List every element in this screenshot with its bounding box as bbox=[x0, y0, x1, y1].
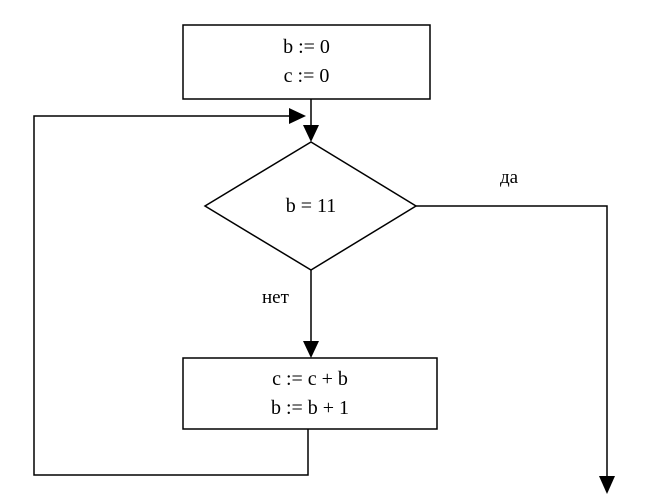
loop-back-arrowhead bbox=[289, 108, 306, 124]
yes-branch-line bbox=[416, 205, 608, 476]
loop-line-c: c := c + b bbox=[272, 368, 348, 390]
loop-line-b: b := b + 1 bbox=[270, 397, 350, 419]
init-line-c: c := 0 bbox=[283, 65, 330, 87]
no-branch-arrowhead bbox=[303, 341, 319, 358]
no-label: нет bbox=[262, 287, 289, 308]
init-block-box bbox=[182, 24, 431, 100]
condition-text: b = 11 bbox=[285, 195, 337, 217]
loop-back-line bbox=[33, 115, 309, 476]
yes-branch-arrowhead bbox=[599, 476, 615, 494]
init-block-text: b := 0 c := 0 bbox=[183, 33, 430, 91]
init-line-b: b := 0 bbox=[283, 36, 330, 58]
condition-entry-arrowhead bbox=[303, 125, 319, 142]
loop-body-text: c := c + b b := b + 1 bbox=[183, 365, 437, 423]
loop-body-box bbox=[182, 357, 438, 430]
yes-label: да bbox=[500, 167, 519, 188]
